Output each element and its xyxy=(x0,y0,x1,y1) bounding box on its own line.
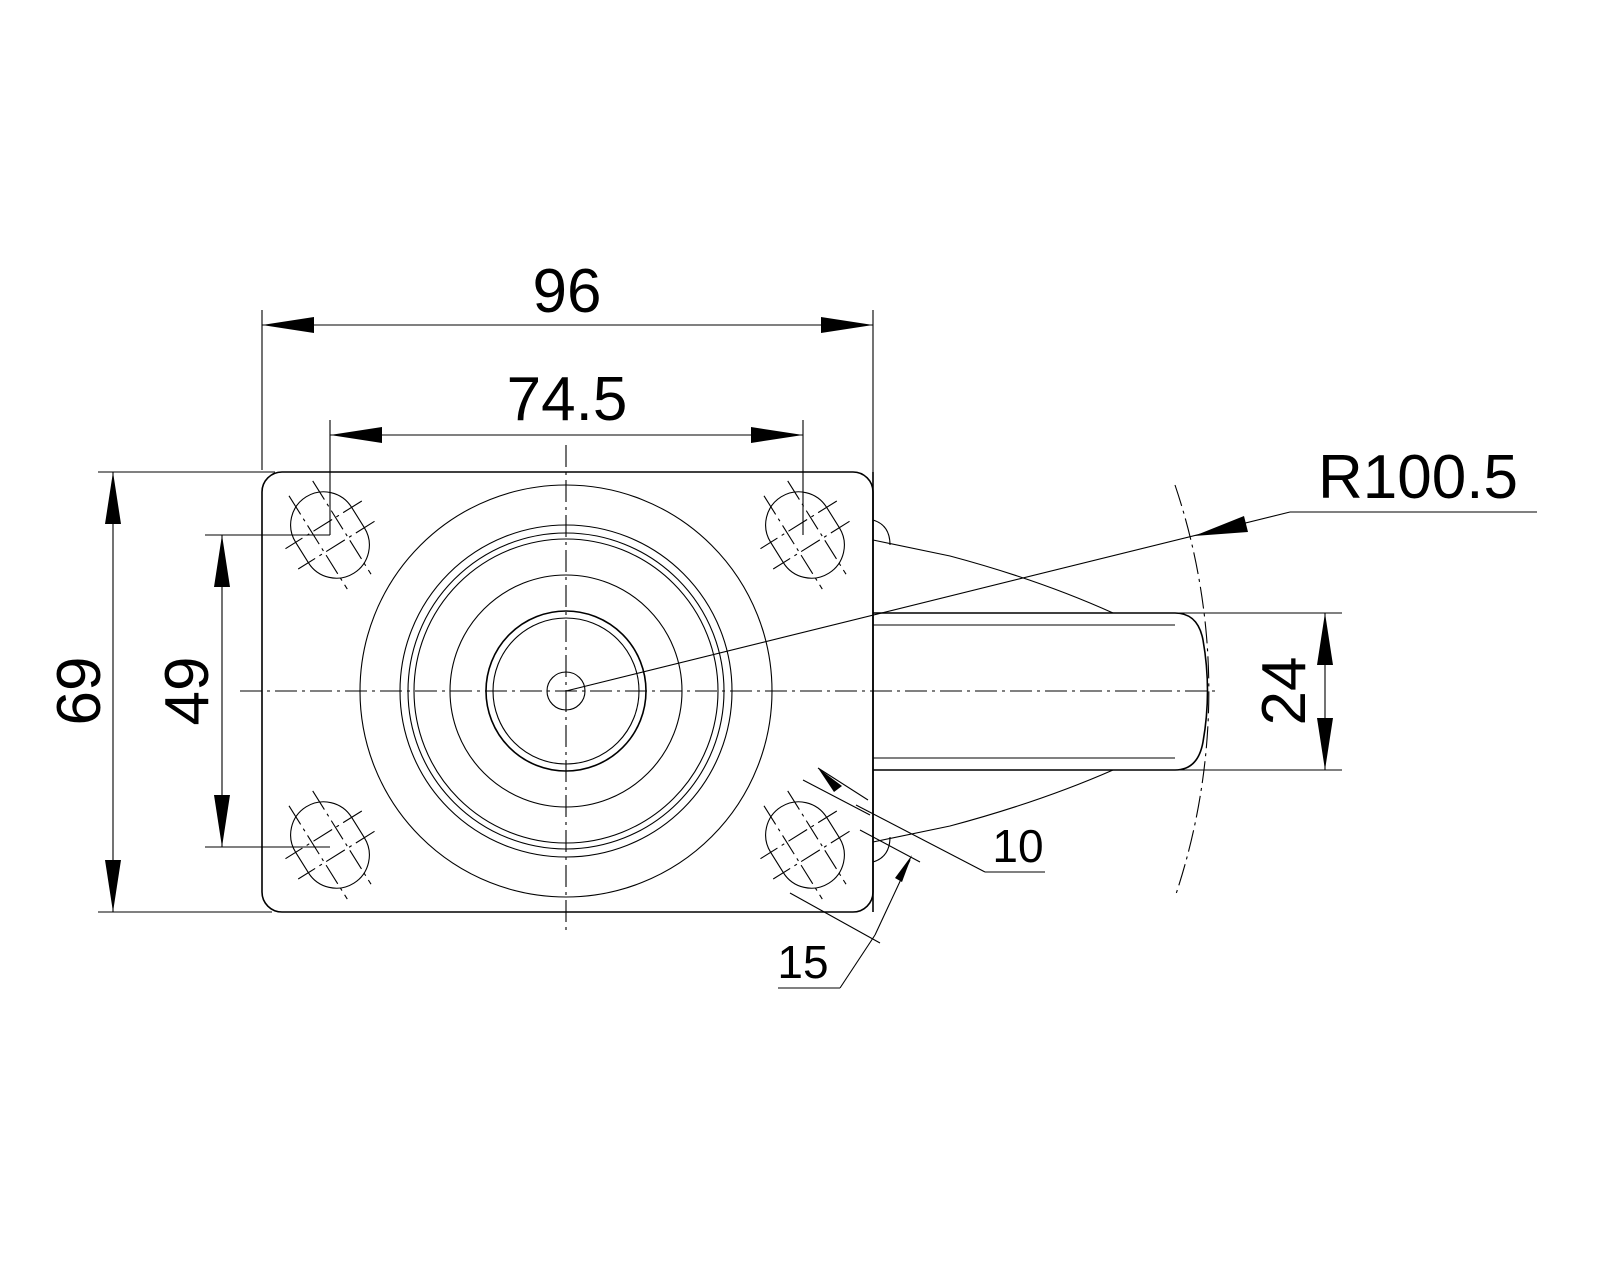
svg-text:15: 15 xyxy=(777,936,828,988)
svg-text:74.5: 74.5 xyxy=(507,365,628,434)
dimension-overall-length: 69 xyxy=(45,471,275,913)
svg-text:49: 49 xyxy=(153,657,222,726)
top-plate-outline xyxy=(261,471,874,913)
dimension-slot-length: 15 xyxy=(777,829,921,989)
dimension-wheel-width: 24 xyxy=(1175,612,1342,771)
swivel-radius-arc xyxy=(1174,484,1210,898)
dimension-overall-width: 96 xyxy=(261,257,874,482)
wheel-fork xyxy=(872,472,1209,912)
svg-text:69: 69 xyxy=(45,657,114,726)
mounting-slots xyxy=(262,463,873,917)
svg-text:10: 10 xyxy=(992,820,1043,872)
dimension-slot-width: 10 xyxy=(802,767,1045,873)
svg-text:96: 96 xyxy=(533,257,602,326)
svg-text:R100.5: R100.5 xyxy=(1318,443,1518,512)
dimension-hole-spacing-width: 74.5 xyxy=(329,365,804,535)
svg-text:24: 24 xyxy=(1250,657,1319,726)
dimension-swivel-radius: R100.5 xyxy=(565,443,1537,692)
dimension-hole-spacing-length: 49 xyxy=(153,534,330,848)
